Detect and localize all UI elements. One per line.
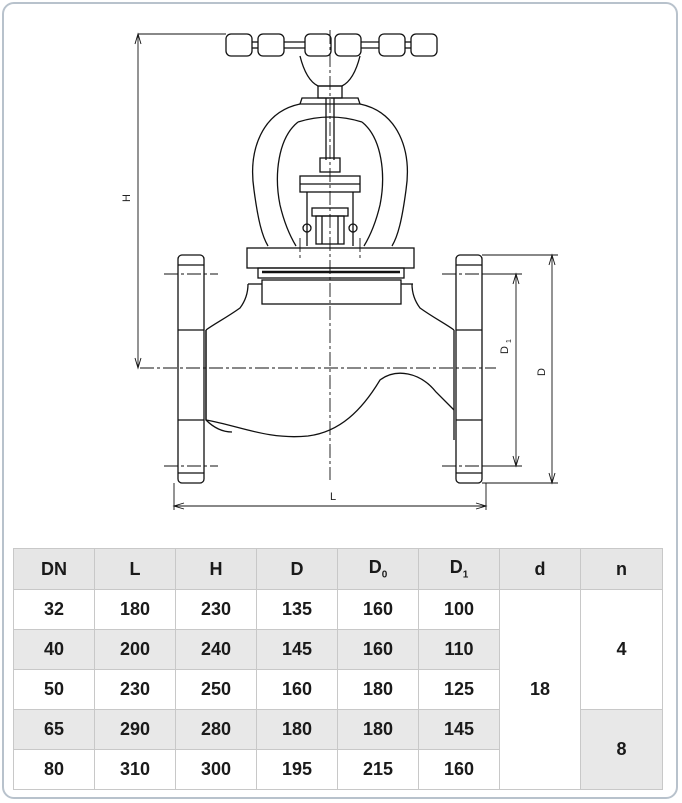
dim-label-d1: D 1 bbox=[499, 339, 513, 354]
center-lines bbox=[140, 30, 496, 480]
table-cell: 180 bbox=[337, 709, 419, 750]
valve-drawing: H L D D 1 bbox=[121, 30, 558, 510]
table-cell: 160 bbox=[337, 589, 419, 630]
left-flange bbox=[177, 254, 205, 484]
header-d0: D0 bbox=[337, 548, 419, 590]
valve-body bbox=[205, 283, 455, 440]
table-cell: 180 bbox=[337, 669, 419, 710]
table-cell: 180 bbox=[256, 709, 338, 750]
right-flange bbox=[455, 254, 483, 484]
spec-table: DN L H D D0 D1 d n 32 180 230 135 160 10… bbox=[13, 548, 663, 790]
bolt-count-cell-4: 4 bbox=[580, 589, 663, 710]
table-cell: 240 bbox=[175, 629, 257, 670]
table-cell: 50 bbox=[13, 669, 95, 710]
dimension-lines bbox=[134, 32, 558, 510]
header-bolt-n: n bbox=[580, 548, 663, 590]
table-cell: 40 bbox=[13, 629, 95, 670]
dim-label-l: L bbox=[330, 491, 336, 503]
table-cell: 160 bbox=[418, 749, 500, 790]
header-d1: D1 bbox=[418, 548, 500, 590]
dim-label-d1-main: D bbox=[499, 346, 511, 354]
table-cell: 290 bbox=[94, 709, 176, 750]
dim-label-h: H bbox=[121, 194, 133, 202]
table-cell: 230 bbox=[175, 589, 257, 630]
table-cell: 65 bbox=[13, 709, 95, 750]
table-cell: 160 bbox=[337, 629, 419, 670]
table-cell: 300 bbox=[175, 749, 257, 790]
table-row: 80 310 300 195 215 160 bbox=[13, 749, 663, 790]
table-cell: 110 bbox=[418, 629, 500, 670]
header-dn: DN bbox=[13, 548, 95, 590]
table-cell: 145 bbox=[418, 709, 500, 750]
table-cell: 230 bbox=[94, 669, 176, 710]
bonnet bbox=[246, 247, 415, 305]
table-cell: 200 bbox=[94, 629, 176, 670]
table-cell: 215 bbox=[337, 749, 419, 790]
table-row: 40 200 240 145 160 110 bbox=[13, 629, 663, 670]
table-cell: 80 bbox=[13, 749, 95, 790]
table-cell: 180 bbox=[94, 589, 176, 630]
table-cell: 160 bbox=[256, 669, 338, 710]
table-cell: 280 bbox=[175, 709, 257, 750]
table-cell: 135 bbox=[256, 589, 338, 630]
table-cell: 32 bbox=[13, 589, 95, 630]
table-row: 65 290 280 180 180 145 8 bbox=[13, 709, 663, 790]
table-row: 32 180 230 135 160 100 18 4 bbox=[13, 589, 663, 790]
table-row: 50 230 250 160 180 125 bbox=[13, 669, 663, 710]
table-cell: 195 bbox=[256, 749, 338, 790]
table-cell: 250 bbox=[175, 669, 257, 710]
table-cell: 145 bbox=[256, 629, 338, 670]
dim-label-d1-sub: 1 bbox=[506, 339, 513, 343]
bolt-diameter-cell: 18 bbox=[499, 589, 581, 790]
bolt-count-cell-8: 8 bbox=[580, 709, 663, 790]
table-cell: 125 bbox=[418, 669, 500, 710]
header-h: H bbox=[175, 548, 257, 590]
table-cell: 310 bbox=[94, 749, 176, 790]
handwheel bbox=[225, 33, 438, 99]
header-bolt-d: d bbox=[499, 548, 581, 590]
dim-label-d: D bbox=[536, 368, 548, 376]
header-l: L bbox=[94, 548, 176, 590]
table-header-row: DN L H D D0 D1 d n bbox=[13, 548, 663, 590]
header-d: D bbox=[256, 548, 338, 590]
table-cell: 100 bbox=[418, 589, 500, 630]
